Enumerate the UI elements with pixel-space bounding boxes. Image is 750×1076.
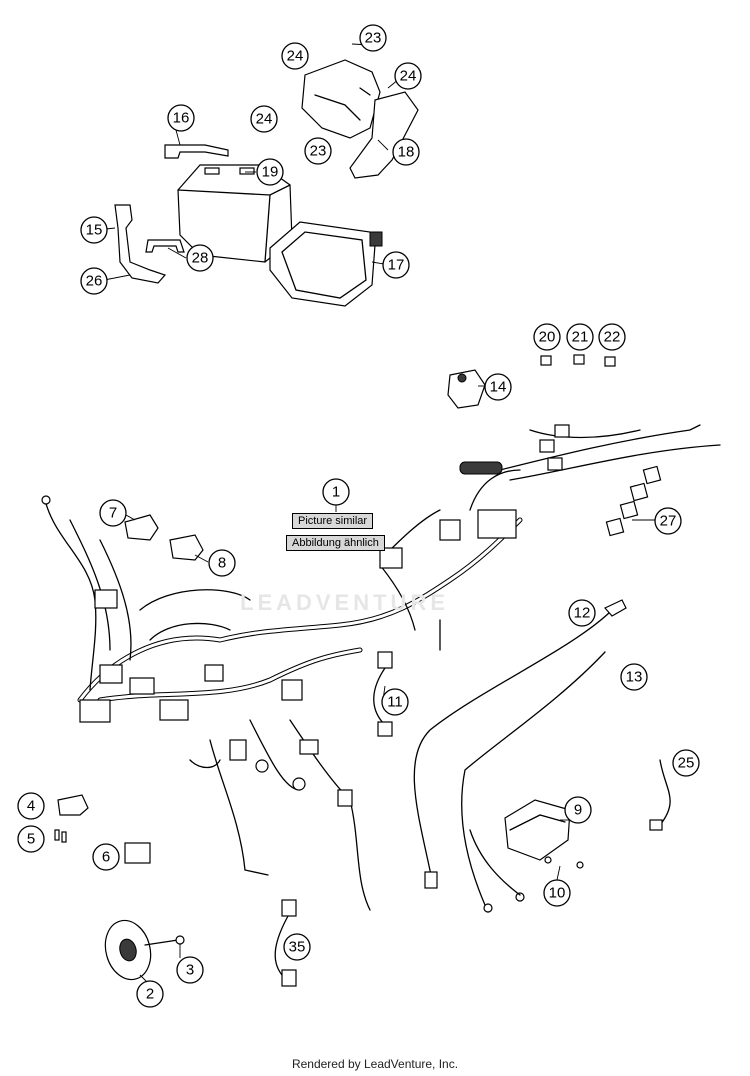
callout-25: 25 xyxy=(672,749,700,777)
callout-3: 3 xyxy=(176,956,204,984)
relays-27 xyxy=(605,465,662,537)
svg-text:5: 5 xyxy=(27,831,35,848)
svg-text:2: 2 xyxy=(146,986,154,1003)
callout-16: 16 xyxy=(167,104,195,132)
fuses-20-21-22 xyxy=(540,354,616,367)
callout-28: 28 xyxy=(186,244,214,272)
ecu-holder-part-17 xyxy=(269,221,383,307)
callout-7: 7 xyxy=(99,499,127,527)
svg-text:15: 15 xyxy=(86,222,103,239)
svg-text:26: 26 xyxy=(86,273,103,290)
callout-17: 17 xyxy=(382,251,410,279)
svg-text:8: 8 xyxy=(218,555,226,572)
callout-14: 14 xyxy=(484,373,512,401)
svg-text:6: 6 xyxy=(102,849,110,866)
svg-text:10: 10 xyxy=(549,885,566,902)
callout-21: 21 xyxy=(566,323,594,351)
svg-text:23: 23 xyxy=(310,143,327,160)
leader-lines xyxy=(93,43,657,983)
callout-22: 22 xyxy=(598,323,626,351)
picture-similar-note: Picture similar xyxy=(292,513,374,529)
svg-text:13: 13 xyxy=(626,669,643,686)
callout-11: 11 xyxy=(381,688,409,716)
callout-5: 5 xyxy=(17,825,45,853)
callout-6: 6 xyxy=(92,843,120,871)
callout-24-right: 24 xyxy=(394,62,422,90)
callout-19: 19 xyxy=(256,158,284,186)
callout-26: 26 xyxy=(80,267,108,295)
main-wiring-harness xyxy=(41,424,721,911)
callout-18: 18 xyxy=(392,138,420,166)
starter-relay-part-14 xyxy=(447,369,486,409)
callout-1: 1 xyxy=(322,478,350,506)
bracket-part-15-26 xyxy=(114,204,167,284)
callout-13: 13 xyxy=(620,663,648,691)
svg-text:35: 35 xyxy=(289,939,306,956)
svg-text:17: 17 xyxy=(388,257,405,274)
svg-text:4: 4 xyxy=(27,798,35,815)
cable-35 xyxy=(274,899,297,987)
relays-7-8 xyxy=(124,514,204,561)
svg-text:12: 12 xyxy=(574,605,591,622)
callout-15: 15 xyxy=(80,216,108,244)
svg-text:24: 24 xyxy=(287,48,304,65)
svg-text:18: 18 xyxy=(398,144,415,161)
svg-text:28: 28 xyxy=(192,250,209,267)
callout-35: 35 xyxy=(283,933,311,961)
svg-text:25: 25 xyxy=(678,755,695,772)
callout-9: 9 xyxy=(564,796,592,824)
svg-text:20: 20 xyxy=(539,329,556,346)
abbildung-aehnlich-note: Abbildung ähnlich xyxy=(286,535,385,551)
battery-part-19 xyxy=(177,164,293,263)
svg-text:24: 24 xyxy=(400,68,417,85)
svg-text:22: 22 xyxy=(604,329,621,346)
callout-2: 2 xyxy=(136,980,164,1008)
callout-23-mid: 23 xyxy=(304,137,332,165)
svg-text:14: 14 xyxy=(490,379,507,396)
strap-part-28 xyxy=(145,239,185,253)
screw-part-5 xyxy=(54,829,67,843)
battery-box-part-18 xyxy=(301,59,419,179)
svg-text:19: 19 xyxy=(262,164,279,181)
relay-part-4 xyxy=(57,794,89,816)
regulator-part-9 xyxy=(504,799,584,869)
svg-text:23: 23 xyxy=(365,30,382,47)
callout-20: 20 xyxy=(533,323,561,351)
callout-4: 4 xyxy=(17,792,45,820)
relay-part-6 xyxy=(124,842,151,864)
cable-12 xyxy=(413,599,627,889)
svg-text:1: 1 xyxy=(332,484,340,501)
svg-text:7: 7 xyxy=(109,505,117,522)
sensor-part-25 xyxy=(649,759,671,831)
bracket-part-16 xyxy=(164,144,229,159)
svg-text:11: 11 xyxy=(387,694,403,711)
callout-24-top: 24 xyxy=(281,42,309,70)
svg-text:3: 3 xyxy=(186,962,194,979)
cable-13 xyxy=(461,651,606,913)
horn-part-2 xyxy=(104,919,185,981)
callout-12: 12 xyxy=(568,599,596,627)
watermark: LEADVENTURE xyxy=(240,590,450,615)
svg-text:24: 24 xyxy=(256,111,273,128)
cable-11 xyxy=(373,651,393,737)
footer-credit: Rendered by LeadVenture, Inc. xyxy=(291,1057,459,1071)
callout-24-left: 24 xyxy=(250,105,278,133)
svg-text:27: 27 xyxy=(660,513,677,530)
callout-27: 27 xyxy=(654,507,682,535)
callout-8: 8 xyxy=(208,549,236,577)
svg-text:9: 9 xyxy=(574,802,582,819)
svg-text:16: 16 xyxy=(173,110,190,127)
svg-text:21: 21 xyxy=(572,329,589,346)
callout-23-top: 23 xyxy=(359,24,387,52)
callout-10: 10 xyxy=(543,879,571,907)
